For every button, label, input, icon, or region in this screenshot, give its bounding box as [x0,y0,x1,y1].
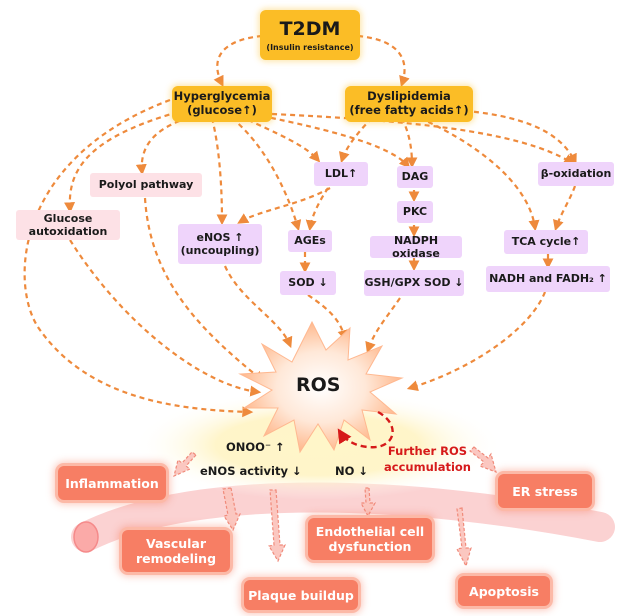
arrow-enos-ros [223,265,293,349]
endothelial-line1: Endothelial cell [315,524,425,539]
glucose-autoxidation-line2: autoxidation [28,225,108,238]
inflammation-node: Inflammation [58,466,166,500]
arrow-ldl-ages [305,187,329,232]
nadh-fadh2-node: NADH and FADH₂ ↑ [486,266,610,292]
er-stress-node: ER stress [498,474,592,508]
onoo-label: ONOO⁻ ↑ [226,440,285,454]
enos-activity-label: eNOS activity ↓ [200,464,302,478]
arrow-hyper-polyol [135,116,189,176]
arrow-to-endothelial [359,487,377,518]
enos-line1: eNOS ↑ [196,230,244,244]
glucose-autoxidation-line1: Glucose [43,211,93,225]
enos-uncoupling-node: eNOS ↑ (uncoupling) [178,224,262,264]
t2dm-subtitle: (Insulin resistance) [266,42,354,52]
gsh-gpx-sod-node: GSH/GPX SOD ↓ [364,270,464,296]
endothelial-line2: dysfunction [328,539,412,554]
plaque-buildup-node: Plaque buildup [244,580,358,610]
ros-burst [238,320,404,454]
arrow-t2dm-hyperglycemia [213,34,263,87]
t2dm-title: T2DM [279,17,341,40]
arrow-to-apoptosis [456,507,472,568]
arrow-hyper-beta [271,112,575,165]
glucose-autoxidation-node: Glucose autoxidation [16,210,120,240]
polyol-pathway-node: Polyol pathway [90,173,202,197]
no-label: NO ↓ [335,464,369,478]
ros-glow [133,390,503,500]
dyslipidemia-line1: Dyslipidemia [367,89,451,104]
dyslipidemia-line2: (free fatty acids↑) [349,103,469,117]
vascular-line1: Vascular [145,536,207,551]
arrow-hyper-ages [231,117,302,232]
arrow-hyper-dag [261,114,411,169]
vascular-remodeling-node: Vascular remodeling [122,530,230,572]
further-ros-arrow [337,410,394,449]
arrow-autox-ros [69,239,262,397]
arrow-dys-ldl [338,117,373,164]
arrow-nadh-ros [406,291,547,392]
vessel-opening [73,521,99,553]
enos-line2: (uncoupling) [180,244,260,257]
arrow-gsh-ros [365,297,401,354]
arrow-dys-dag [401,117,418,169]
outcome-arrows [173,446,497,568]
arrow-ldl-enos [237,187,331,224]
ldl-node: LDL↑ [314,162,368,186]
dag-node: DAG [397,166,433,188]
arrow-beta-tca [553,185,577,232]
sod-node: SOD ↓ [280,271,336,295]
hyperglycemia-line1: Hyperglycemia [173,89,271,104]
arrow-to-vascular [222,487,241,532]
arrow-to-inflammation [173,451,197,478]
beta-oxidation-node: β-oxidation [538,162,614,186]
arrow-dys-beta [455,108,577,165]
dyslipidemia-node: Dyslipidemia (free fatty acids↑) [345,86,473,122]
arrow-dys-tca [419,116,540,232]
t2dm-node: T2DM (Insulin resistance) [260,10,360,60]
ages-node: AGEs [288,230,332,252]
vascular-line2: remodeling [135,551,217,566]
arrow-hyper-enos [210,117,228,226]
pkc-node: PKC [397,201,433,223]
apoptosis-node: Apoptosis [458,576,550,606]
hyperglycemia-line2: (glucose↑) [187,103,257,117]
arrow-t2dm-dyslipidemia [357,34,410,88]
further-ros-label: Further ROS accumulation [384,444,471,475]
arrow-to-er-stress [469,446,497,473]
nadph-oxidase-node: NADPH oxidase [370,234,462,260]
pathway-arrows [23,34,577,418]
ros-label: ROS [296,374,341,396]
endothelial-dysfunction-node: Endothelial cell dysfunction [308,518,432,560]
further-ros-line1: Further ROS [387,444,468,458]
arrow-hyper-glucose-autox [64,110,179,214]
tca-cycle-node: TCA cycle↑ [504,230,588,254]
hyperglycemia-node: Hyperglycemia (glucose↑) [172,86,272,122]
arrow-to-plaque [268,489,286,563]
arrow-polyol-ros [143,197,265,383]
further-ros-line2: accumulation [384,459,471,474]
